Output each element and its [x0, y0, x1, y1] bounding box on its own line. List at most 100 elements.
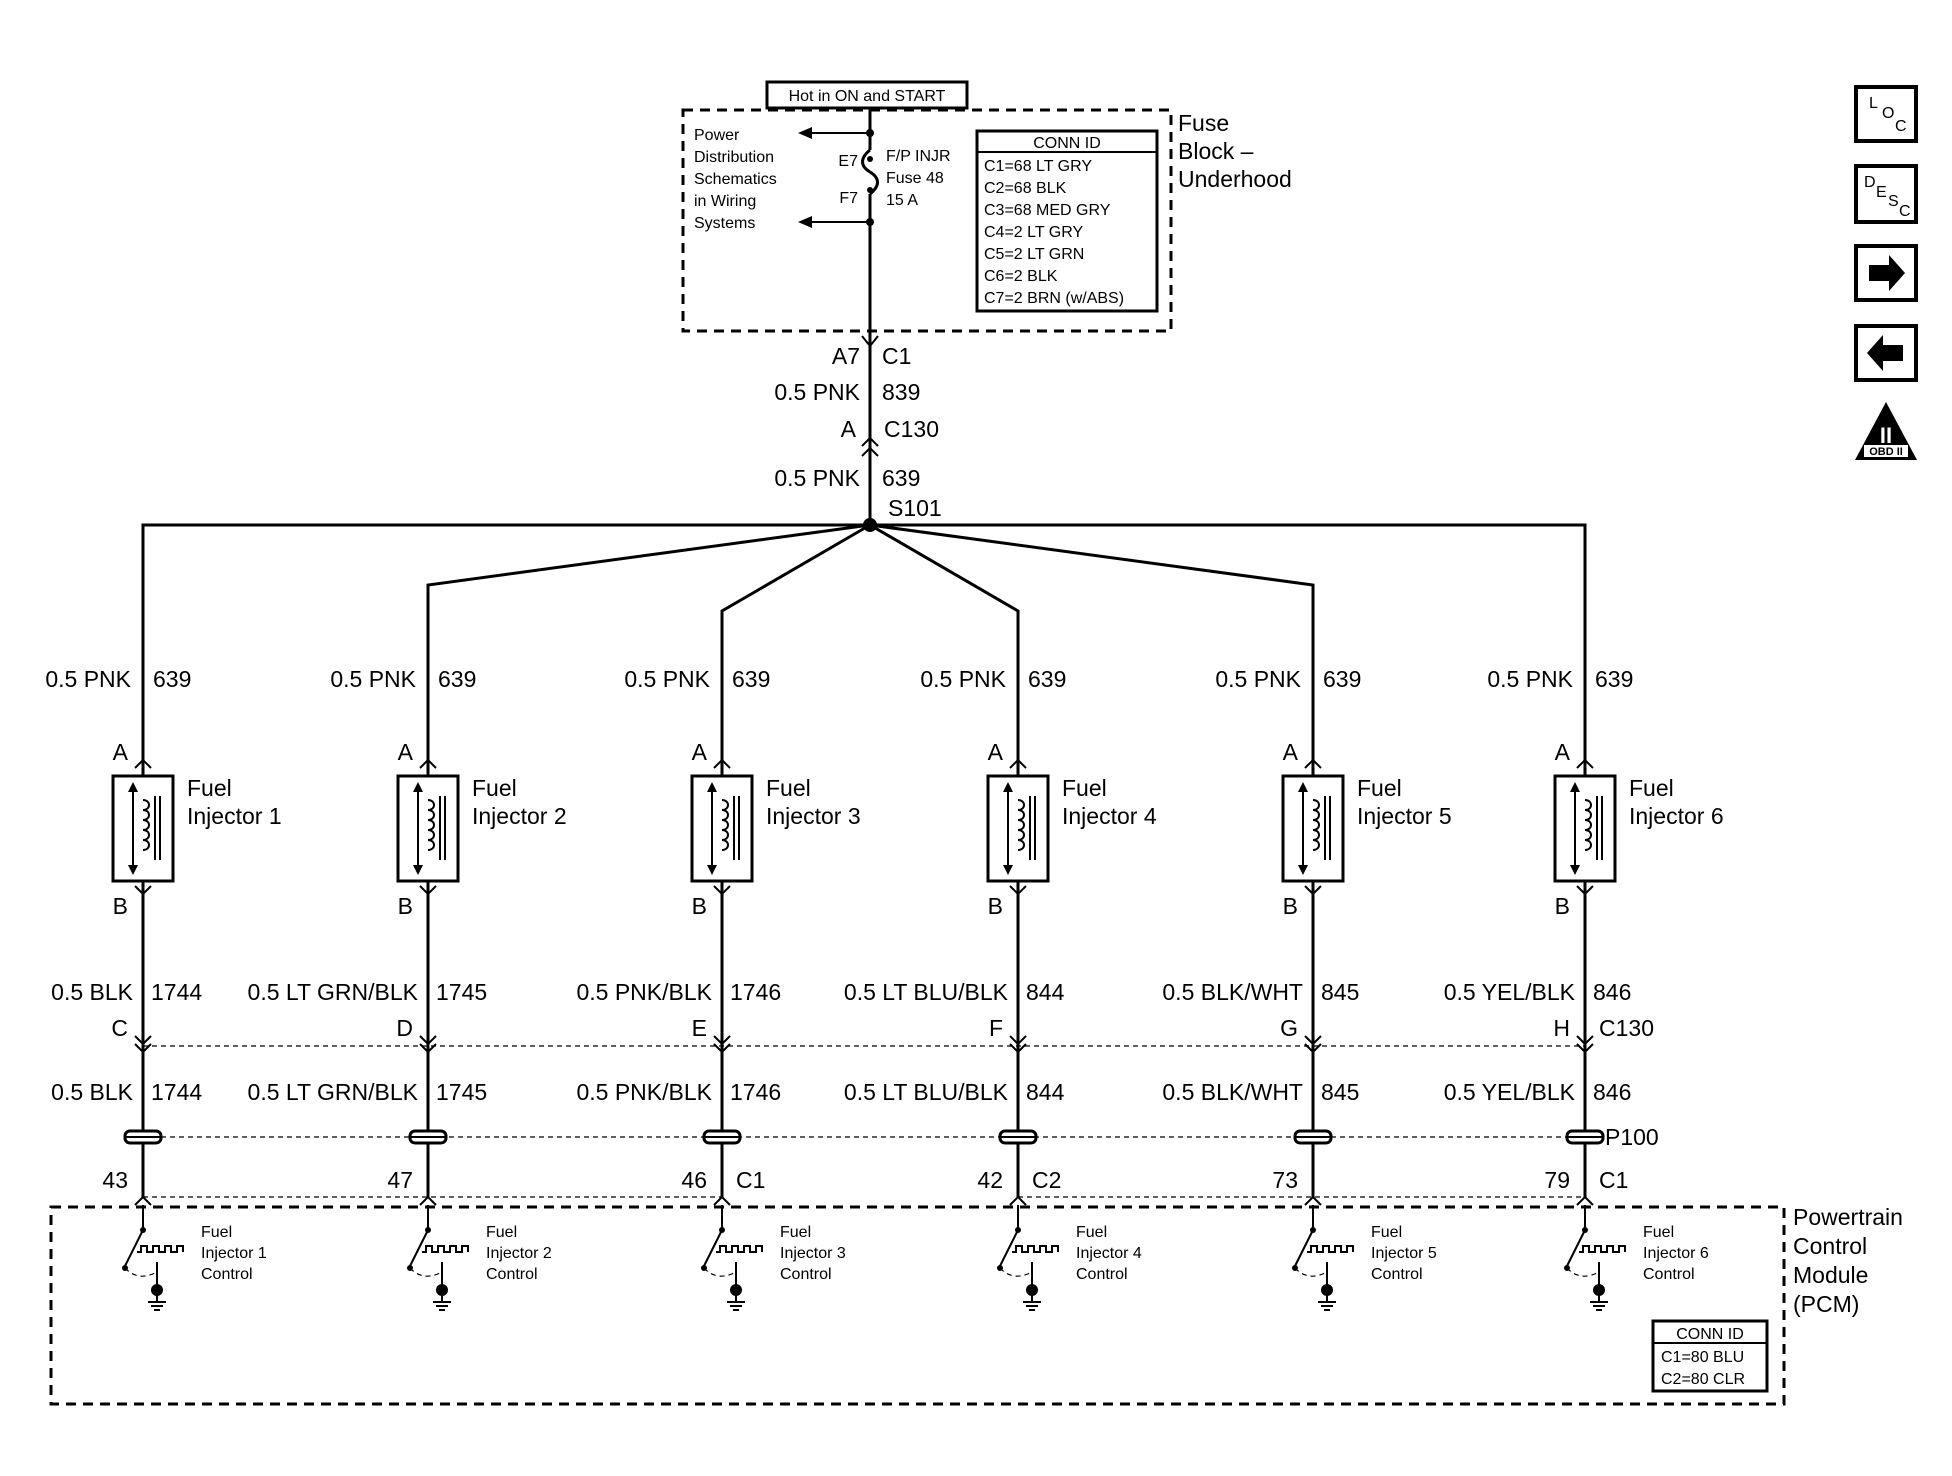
lower-wire-circuit: 846: [1593, 979, 1631, 1005]
wire-839-circuit: 839: [882, 379, 920, 405]
nav-loc-button[interactable]: L O C: [1854, 85, 1918, 143]
lower-wire-circuit-2: 846: [1593, 1079, 1631, 1105]
lower-wire-circuit-2: 1745: [436, 1079, 487, 1105]
lower-wire-circuit: 1744: [151, 979, 202, 1005]
pcm-title-4: (PCM): [1793, 1291, 1859, 1317]
injector-3-driver: [701, 1205, 763, 1311]
lower-wire-color: 0.5 YEL/BLK: [1444, 979, 1576, 1005]
injector-name-line-2: Injector 5: [1357, 803, 1452, 829]
pin-a: A: [988, 739, 1004, 765]
c130-pin: H: [1553, 1015, 1570, 1041]
injector-control-line-1: Fuel: [780, 1224, 811, 1241]
pcm-title-3: Module: [1793, 1262, 1868, 1288]
injector-name-line-2: Injector 2: [472, 803, 567, 829]
c130-pin: D: [396, 1015, 413, 1041]
loc-letter-o: O: [1882, 105, 1894, 122]
pin-a: A: [692, 739, 708, 765]
nav-desc-button[interactable]: D E S C: [1854, 164, 1918, 224]
injector-control-line-1: Fuel: [1076, 1224, 1107, 1241]
lower-wire-color: 0.5 BLK/WHT: [1162, 979, 1303, 1005]
pin-b: B: [1283, 893, 1298, 919]
injector-name-line-1: Fuel: [187, 775, 232, 801]
arrow-left-icon: [1867, 335, 1903, 371]
injector-name-line-2: Injector 4: [1062, 803, 1157, 829]
fuse-conn-c2: C2=68 BLK: [984, 180, 1067, 197]
upper-wire-circuit: 639: [1323, 666, 1361, 692]
obd-ii-icon[interactable]: II OBD II: [1855, 402, 1917, 460]
lower-wire-color: 0.5 BLK: [51, 979, 133, 1005]
lower-wire-color-2: 0.5 LT BLU/BLK: [844, 1079, 1009, 1105]
pcm-conn-c2: C2=80 CLR: [1661, 1371, 1745, 1388]
fuse-pin-f7: F7: [839, 190, 858, 207]
fuse-conn-c4: C4=2 LT GRY: [984, 224, 1083, 241]
upper-wire-circuit: 639: [438, 666, 476, 692]
pin-b: B: [398, 893, 413, 919]
injector-name-line-1: Fuel: [1629, 775, 1674, 801]
pcm-pin: 43: [102, 1167, 128, 1193]
fuse-conn-c1: C1=68 LT GRY: [984, 158, 1092, 175]
injector-control-line-3: Control: [486, 1266, 538, 1283]
hot-label: Hot in ON and START: [789, 88, 946, 105]
lower-wire-color: 0.5 PNK/BLK: [576, 979, 712, 1005]
injector-name-line-2: Injector 1: [187, 803, 282, 829]
pin-b: B: [988, 893, 1003, 919]
pin-a: A: [398, 739, 414, 765]
injector-6-driver: [1564, 1205, 1626, 1311]
conn-c130-top: C130: [884, 416, 939, 442]
lower-wire-circuit: 844: [1026, 979, 1065, 1005]
fuse-conn-id-title: CONN ID: [1033, 135, 1101, 152]
injector-control-line-2: Injector 4: [1076, 1245, 1142, 1262]
injector-name-line-1: Fuel: [766, 775, 811, 801]
fuel-injector-6: [1553, 774, 1617, 883]
pcm-module: Powertrain Control Module (PCM) CONN ID …: [49, 1204, 1903, 1406]
arrow-right-icon: [1869, 255, 1905, 291]
upper-wire-circuit: 639: [1028, 666, 1066, 692]
fuel-injector-3: [690, 774, 754, 883]
lower-wire-circuit-2: 844: [1026, 1079, 1065, 1105]
upper-wire-circuit: 639: [153, 666, 191, 692]
power-dist-line-2: Distribution: [694, 149, 774, 166]
branch-wires: [141, 523, 1587, 760]
pcm-pin: 47: [387, 1167, 413, 1193]
loc-letter-l: L: [1869, 95, 1878, 112]
nav-prev-button[interactable]: [1854, 324, 1918, 382]
pcm-pin: 42: [977, 1167, 1003, 1193]
lower-wire-circuit: 1746: [730, 979, 781, 1005]
injector-name-line-1: Fuel: [1357, 775, 1402, 801]
injector-1-driver: [122, 1205, 184, 1311]
pcm-pin: 46: [681, 1167, 707, 1193]
lower-wire-circuit-2: 1744: [151, 1079, 202, 1105]
injector-control-line-2: Injector 1: [201, 1245, 267, 1262]
fuel-injector-4: [986, 774, 1050, 883]
pin-a-c130: A: [841, 416, 857, 442]
pin-a: A: [1555, 739, 1571, 765]
injector-control-line-3: Control: [1643, 1266, 1695, 1283]
pin-b: B: [692, 893, 707, 919]
wire-839-color: 0.5 PNK: [774, 379, 860, 405]
power-dist-line-4: in Wiring: [694, 193, 756, 210]
fuse-name-3: 15 A: [886, 192, 918, 209]
injector-control-line-2: Injector 2: [486, 1245, 552, 1262]
injector-control-line-1: Fuel: [201, 1224, 232, 1241]
nav-next-button[interactable]: [1854, 244, 1918, 302]
wire-639-color: 0.5 PNK: [774, 465, 860, 491]
upper-wire-color: 0.5 PNK: [920, 666, 1006, 692]
fuse-conn-c6: C6=2 BLK: [984, 268, 1058, 285]
pcm-conn-c1-b: C1: [1599, 1167, 1628, 1193]
fuse-block-underhood: Hot in ON and START Power Distribution S…: [681, 80, 1292, 333]
injector-control-line-1: Fuel: [1371, 1224, 1402, 1241]
injector-control-line-3: Control: [780, 1266, 832, 1283]
c130-pin: F: [989, 1015, 1003, 1041]
feed-wire: A7 C1 0.5 PNK 839 A C130 0.5 PNK 639 S10…: [774, 330, 942, 532]
conn-c1-fuse: C1: [882, 343, 911, 369]
injector-control-line-2: Injector 3: [780, 1245, 846, 1262]
pin-a7: A7: [832, 343, 860, 369]
lower-wire-color-2: 0.5 PNK/BLK: [576, 1079, 712, 1105]
c130-pin: E: [692, 1015, 707, 1041]
fuse-pin-e7: E7: [838, 153, 858, 170]
